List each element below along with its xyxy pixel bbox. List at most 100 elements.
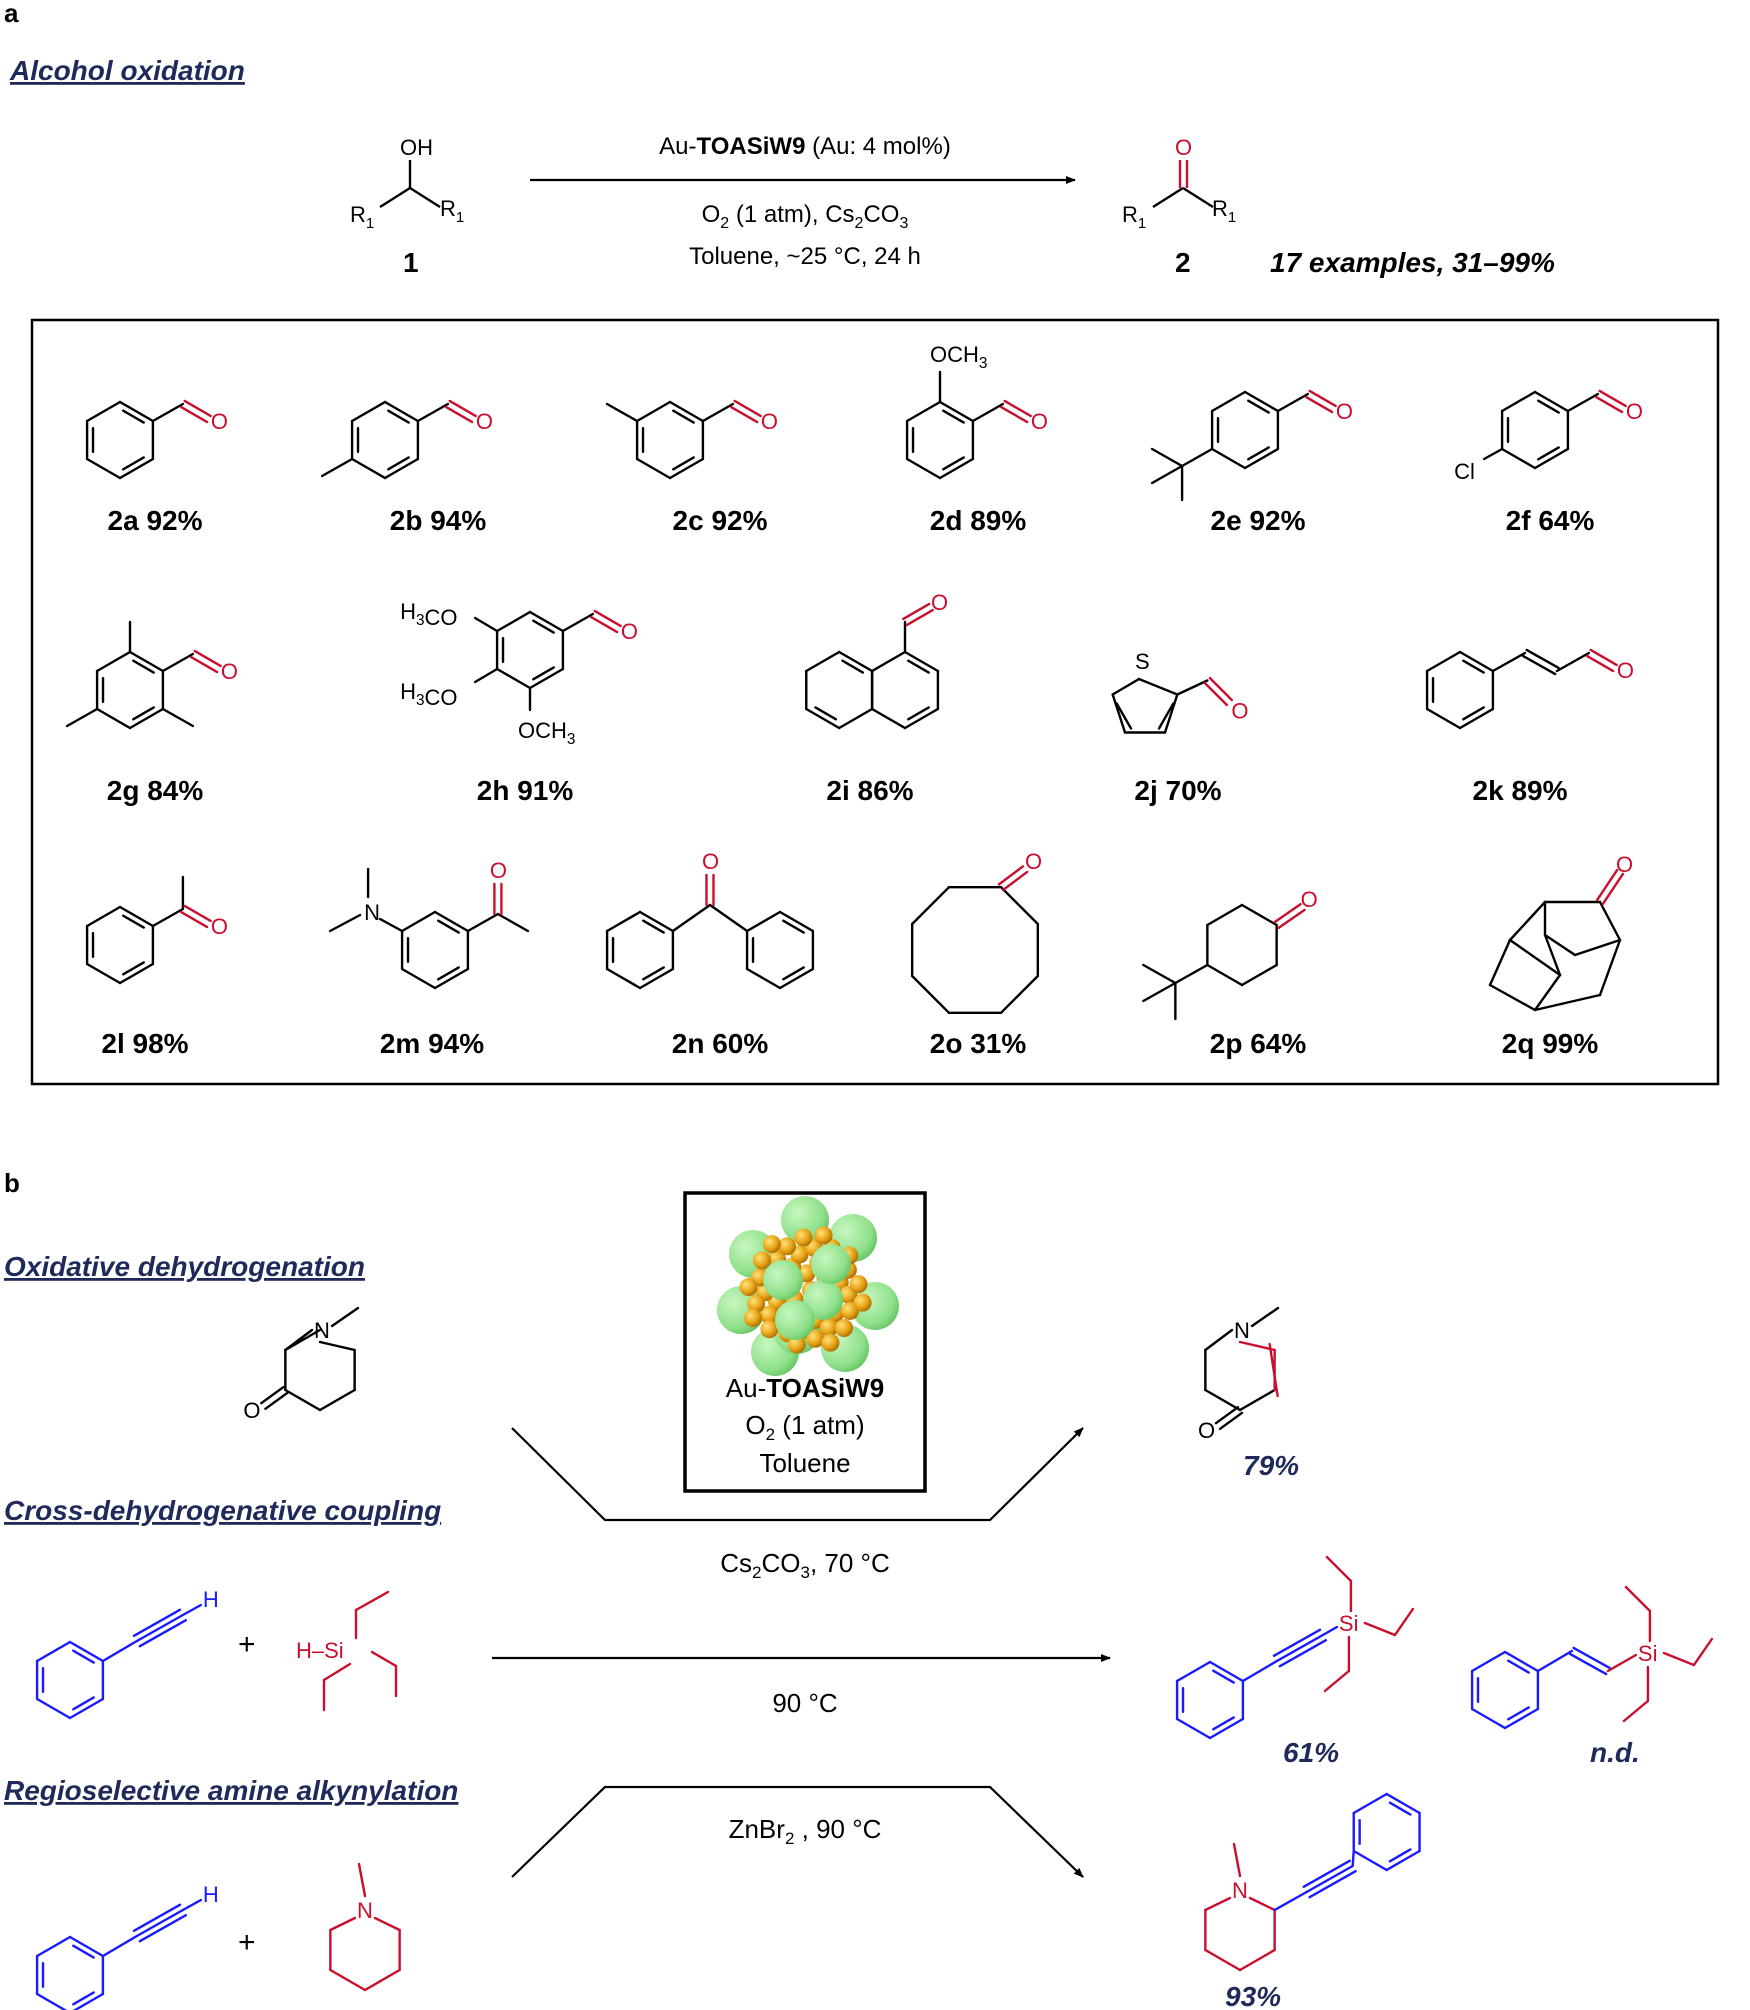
oxygen-label: O (1616, 852, 1633, 877)
compound-caption-2i: 2i 86% (826, 775, 913, 806)
green-polyoxometalate-sphere (763, 1260, 803, 1300)
structure-2o: O (910, 849, 1042, 1015)
panel-b-letter: b (4, 1168, 20, 1198)
compound-caption-2m: 2m 94% (380, 1028, 484, 1059)
reactant-r-right: R1 (440, 196, 464, 226)
compound-caption-2f: 2f 64% (1506, 505, 1595, 536)
compound-caption-2n: 2n 60% (672, 1028, 769, 1059)
gold-atom (762, 1235, 781, 1254)
compound-caption-2d: 2d 89% (930, 505, 1027, 536)
atom-label: H3CO (400, 599, 457, 630)
conditions-solvent-temp: Toluene, ~25 °C, 24 h (689, 243, 921, 270)
green-polyoxometalate-sphere (811, 1244, 851, 1284)
gold-atom (753, 1251, 772, 1270)
gold-atom (760, 1320, 779, 1339)
oxygen-label: O (221, 659, 238, 684)
oxygen-label: O (761, 409, 778, 434)
structure-vinylsilane: Si (1470, 1585, 1714, 1730)
gold-atom (819, 1318, 838, 1337)
green-polyoxometalate-sphere (775, 1300, 815, 1340)
gold-atom (794, 1228, 813, 1247)
hydrosilane-label: H–Si (296, 1638, 344, 1663)
reactant-number: 1 (403, 247, 419, 278)
gold-atom (821, 1333, 840, 1352)
gold-atom (778, 1237, 797, 1256)
gold-atom (806, 1329, 825, 1348)
oxygen-label: O (476, 409, 493, 434)
compound-caption-2k: 2k 89% (1473, 775, 1568, 806)
compound-caption-2j: 2j 70% (1134, 775, 1221, 806)
oxygen-label: O (1031, 409, 1048, 434)
conditions-dehydrogenation: Cs2CO3, 70 °C (720, 1548, 889, 1582)
examples-summary: 17 examples, 31–99% (1270, 247, 1555, 278)
product-r-left: R1 (1122, 202, 1146, 232)
yield-alkynylation: 93% (1225, 1981, 1281, 2010)
structure-n-methylpiperidine: N (329, 1862, 401, 1992)
compound-caption-2a: 2a 92% (108, 505, 203, 536)
structure-2j: SO (1111, 649, 1248, 734)
oxygen-label: O (1617, 658, 1634, 683)
catalyst-solvent: Toluene (759, 1448, 850, 1478)
silicon-label: Si (1638, 1641, 1658, 1666)
conditions-oxidant-base: O2 (1 atm), Cs2CO3 (702, 201, 909, 232)
reactant-r-left: R1 (350, 202, 374, 232)
plus-sign-coupling: + (238, 1628, 256, 1661)
structure-phenylacetylene-1: H (35, 1587, 219, 1720)
reactant-alcohol (379, 160, 441, 209)
structure-2n: O (605, 849, 815, 990)
arrow-oxidative-dehydrogenation (511, 1427, 1084, 1522)
product-o-label: O (1175, 135, 1192, 160)
atom-label: OCH3 (930, 342, 987, 372)
section-cross-dehydrogenative-coupling: Cross-dehydrogenative coupling (4, 1495, 441, 1526)
green-polyoxometalate-sphere (803, 1280, 843, 1320)
reactant-oh-label: OH (400, 135, 433, 160)
compound-caption-2q: 2q 99% (1502, 1028, 1599, 1059)
nitrogen-label: N (357, 1898, 373, 1923)
gold-atom (739, 1278, 758, 1297)
structure-2a: O (85, 399, 228, 480)
silicon-label: Si (1339, 1611, 1359, 1636)
au-cluster-illustration (717, 1196, 899, 1376)
oxygen-label: O (1301, 887, 1318, 912)
structure-phenylacetylene-2: H (35, 1882, 219, 2010)
atom-label: H3CO (400, 679, 457, 710)
oxygen-label: O (1025, 849, 1042, 874)
structure-alkynylated-piperidine: N (1204, 1792, 1421, 1972)
compound-caption-2c: 2c 92% (673, 505, 768, 536)
arrow-amine-alkynylation (511, 1785, 1084, 1878)
structure-triethylsilane: H–Si (296, 1590, 398, 1712)
structure-piperidone: NO (243, 1306, 360, 1423)
section-amine-alkynylation: Regioselective amine alkynylation (4, 1775, 458, 1806)
oxygen-label: O (243, 1398, 260, 1423)
nitrogen-label: N (1232, 1878, 1248, 1903)
gold-atom (760, 1305, 779, 1324)
oxygen-label: O (211, 914, 228, 939)
nitrogen-label: N (1234, 1318, 1250, 1343)
conditions-alkynylation: ZnBr2 , 90 °C (729, 1814, 882, 1848)
product-carbonyl (1152, 160, 1214, 209)
oxygen-label: O (211, 409, 228, 434)
gold-atom (787, 1335, 806, 1354)
yield-alkynylsilane: 61% (1283, 1737, 1339, 1768)
gold-atom (853, 1293, 872, 1312)
panel-a-letter: a (4, 0, 19, 28)
atom-label: OCH3 (518, 718, 575, 748)
structure-2l: O (85, 875, 228, 985)
structure-2f: OCl (1454, 389, 1643, 484)
structure-2b: O (320, 399, 493, 480)
compound-caption-2h: 2h 91% (477, 775, 574, 806)
gold-atom (743, 1308, 762, 1327)
compound-caption-2g: 2g 84% (107, 775, 204, 806)
compound-captions: 2a 92%2b 94%2c 92%2d 89%2e 92%2f 64%2g 8… (101, 505, 1598, 1059)
oxygen-label: O (702, 849, 719, 874)
plus-sign-alkynylation: + (238, 1926, 256, 1959)
conditions-catalyst: Au-TOASiW9 (Au: 4 mol%) (659, 133, 951, 160)
structure-2e: O (1150, 389, 1353, 502)
oxygen-label: O (1231, 698, 1248, 723)
product-r-right: R1 (1212, 196, 1236, 226)
compound-caption-2p: 2p 64% (1210, 1028, 1307, 1059)
oxygen-label: O (931, 590, 948, 615)
nitrogen-label: N (314, 1318, 330, 1343)
